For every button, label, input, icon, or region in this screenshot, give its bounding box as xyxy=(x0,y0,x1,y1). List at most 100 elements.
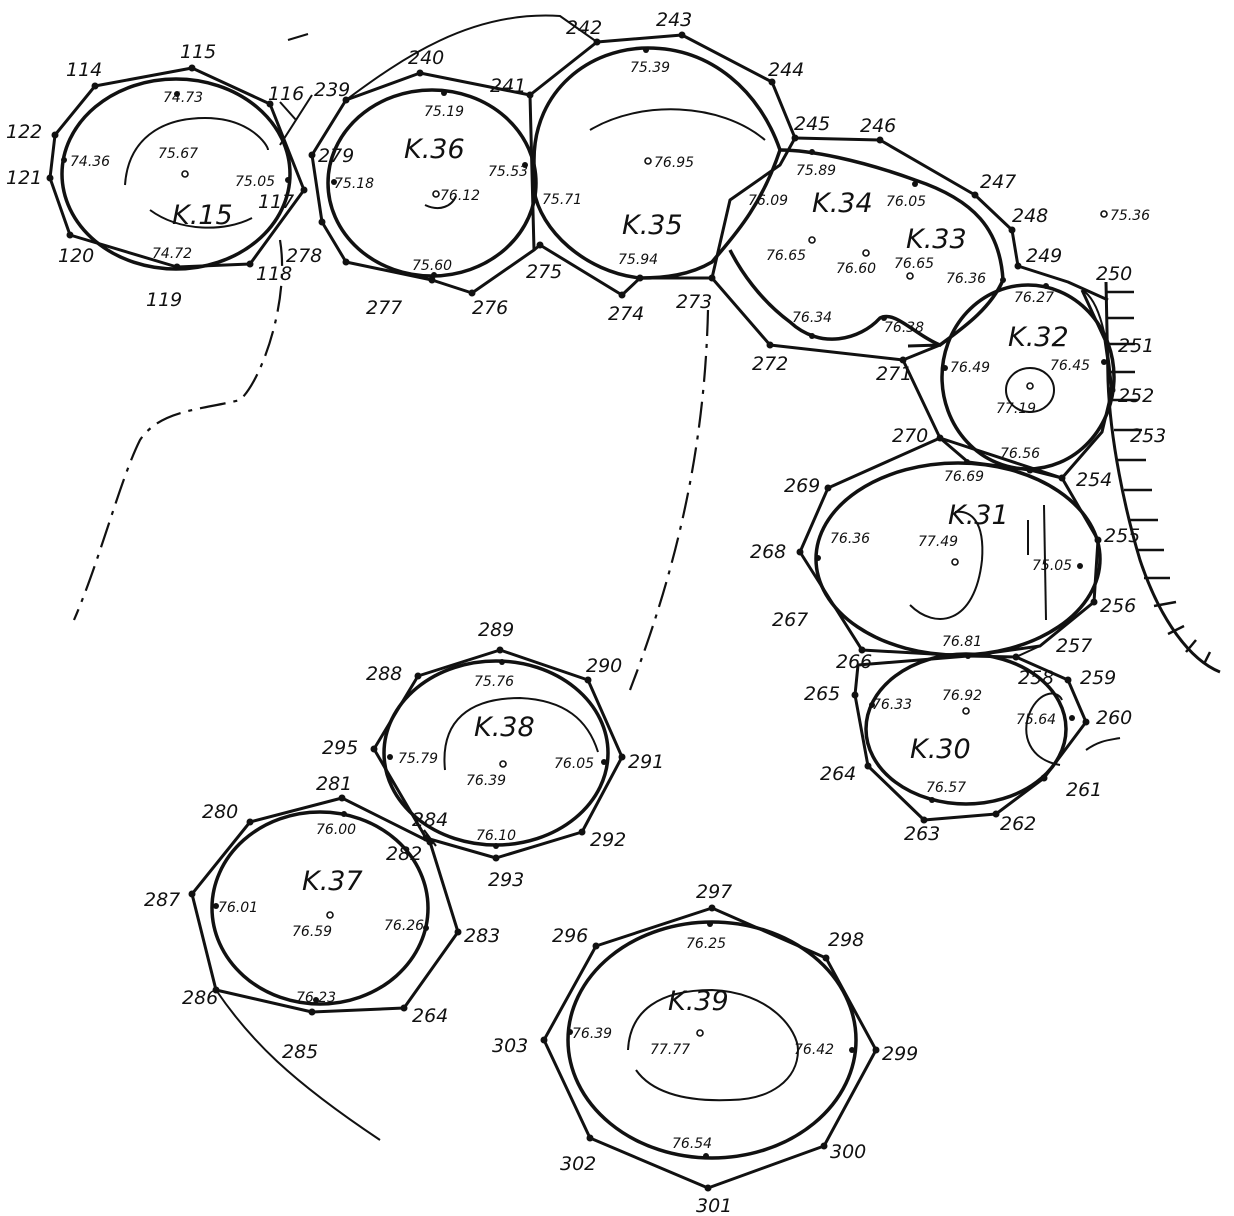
point-285: 285 xyxy=(282,1041,318,1063)
kiln-k37-center-marker xyxy=(326,911,334,919)
kiln-k15-center-elev: 75.67 xyxy=(158,146,198,162)
scarp-hatching xyxy=(1107,290,1212,665)
kiln-k32-elev-right: 76.45 xyxy=(1050,358,1090,374)
kiln-k35: K.35 76.95 75.39 75.71 75.94 xyxy=(529,31,799,299)
kiln-k31-center-marker xyxy=(951,558,959,566)
point-242: 242 xyxy=(566,17,602,39)
connector-282-284 xyxy=(423,829,437,847)
kiln-k35-ring xyxy=(532,46,782,280)
kiln-k15-elev-bottom: 74.72 xyxy=(152,246,192,262)
scarp-line xyxy=(1104,281,1221,674)
kiln-k34-elev-2: 75.89 xyxy=(796,163,836,179)
connector-286 xyxy=(215,989,381,1141)
kiln-k15-elev-left: 74.36 xyxy=(70,154,110,170)
point-258: 258 xyxy=(1018,667,1054,689)
kiln-k35-name: K.35 xyxy=(622,210,683,241)
kiln-k30-elev-right: 75.64 xyxy=(1016,712,1056,728)
connector-250-252 xyxy=(1081,289,1113,391)
point-261: 261 xyxy=(1066,779,1102,801)
kiln-k36-center-marker xyxy=(432,190,440,198)
kiln-k31-name: K.31 xyxy=(948,500,1009,531)
kiln-k15-center-marker xyxy=(181,170,189,178)
kiln-k34-name: K.34 xyxy=(812,188,873,219)
kiln-k36-elev-bottom: 75.60 xyxy=(412,258,452,274)
point-121: 121 xyxy=(6,167,42,189)
point-277: 277 xyxy=(366,297,402,319)
point-302: 302 xyxy=(560,1153,596,1175)
point-286: 286 xyxy=(182,987,218,1009)
point-266: 266 xyxy=(836,651,872,673)
point-251: 251 xyxy=(1118,335,1154,357)
point-118: 118 xyxy=(256,263,292,285)
point-278: 278 xyxy=(286,245,322,267)
point-273: 273 xyxy=(676,291,712,313)
stray-elev: 75.36 xyxy=(1110,208,1150,224)
kiln-k39-elev-bottom: 76.54 xyxy=(672,1136,712,1152)
kiln-k31-vertices xyxy=(796,459,1102,659)
kiln-k15-elev-top: 74.73 xyxy=(163,90,203,106)
stray-elev-marker xyxy=(1100,210,1108,218)
kiln-k32: K.32 77.19 76.27 76.49 76.45 76.56 xyxy=(901,283,1116,480)
point-249: 249 xyxy=(1026,245,1062,267)
kiln-k15-contour xyxy=(124,116,269,186)
kiln-k39-elev-top: 76.25 xyxy=(686,936,726,952)
kiln-k34-k33: K.34 K.33 76.65 76.09 75.89 76.34 76.65 … xyxy=(710,136,1150,364)
kiln-k36-vertices xyxy=(308,69,534,297)
kiln-k38-center-elev: 76.39 xyxy=(466,773,506,789)
point-271: 271 xyxy=(876,363,912,385)
kiln-k35-contour xyxy=(589,108,766,141)
kiln-k30-vertices xyxy=(851,653,1090,824)
kiln-k31: K.31 77.49 76.69 76.36 75.05 76.81 xyxy=(796,436,1102,659)
point-268: 268 xyxy=(750,541,786,563)
kiln-k32-name: K.32 xyxy=(1008,322,1069,353)
kiln-k32-elev-top: 76.27 xyxy=(1014,290,1054,306)
kiln-k31-mark-line xyxy=(1043,504,1047,621)
point-288: 288 xyxy=(366,663,402,685)
connector-257-258 xyxy=(1015,645,1041,658)
kiln-k35-elev-left: 75.71 xyxy=(542,192,582,208)
kiln-k36-elev-top: 75.19 xyxy=(424,104,464,120)
point-264: 264 xyxy=(820,763,856,785)
point-119: 119 xyxy=(146,289,182,311)
kiln-k33-center-marker-2 xyxy=(906,272,914,280)
connector-270-271 xyxy=(902,359,941,439)
point-labels: 114 115 116 117 118 119 120 121 122 239 … xyxy=(6,9,1166,1216)
kiln-k38-elev-right: 76.05 xyxy=(554,756,594,772)
point-299: 299 xyxy=(882,1043,918,1065)
kiln-k31-elev-bottom: 76.81 xyxy=(942,634,982,650)
connector-239-242 xyxy=(345,14,598,101)
point-260: 260 xyxy=(1096,707,1132,729)
point-281: 281 xyxy=(316,773,352,795)
point-303: 303 xyxy=(492,1035,528,1057)
kiln-k36-outline xyxy=(310,71,536,295)
kiln-k35-outline xyxy=(529,33,797,297)
kiln-k36-contour xyxy=(424,195,457,209)
point-295: 295 xyxy=(322,737,358,759)
point-243: 243 xyxy=(656,9,692,31)
kiln-k34-elev-3: 76.34 xyxy=(792,310,832,326)
kiln-k37-elev-top: 76.00 xyxy=(316,822,356,838)
kiln-k39-name: K.39 xyxy=(668,986,729,1017)
kiln-k33-elev-1: 76.05 xyxy=(886,194,926,210)
kiln-k15-vertices xyxy=(46,64,308,271)
kiln-k38: K.38 76.39 75.76 75.79 76.05 76.10 xyxy=(370,646,626,862)
kiln-k32-center-elev: 77.19 xyxy=(996,401,1036,417)
kiln-k38-contour xyxy=(443,696,599,771)
point-116: 116 xyxy=(268,83,304,105)
kiln-k31-elev-right: 75.05 xyxy=(1032,558,1072,574)
kiln-k30-ring xyxy=(864,652,1068,806)
point-262: 262 xyxy=(1000,813,1036,835)
point-239: 239 xyxy=(314,79,350,101)
point-279: 279 xyxy=(318,145,354,167)
point-270: 270 xyxy=(892,425,928,447)
kiln-k35-center-marker xyxy=(644,157,652,165)
trench-left xyxy=(72,239,284,621)
connector-260 xyxy=(1085,737,1121,751)
kiln-k35-elev-top: 75.39 xyxy=(630,60,670,76)
point-264b: 264 xyxy=(412,1005,448,1027)
point-292: 292 xyxy=(590,829,626,851)
kiln-k32-elev-bottom: 76.56 xyxy=(1000,446,1040,462)
kiln-k37-elev-right: 76.26 xyxy=(384,918,424,934)
kiln-k31-center-elev: 77.49 xyxy=(918,534,958,550)
point-276: 276 xyxy=(472,297,508,319)
